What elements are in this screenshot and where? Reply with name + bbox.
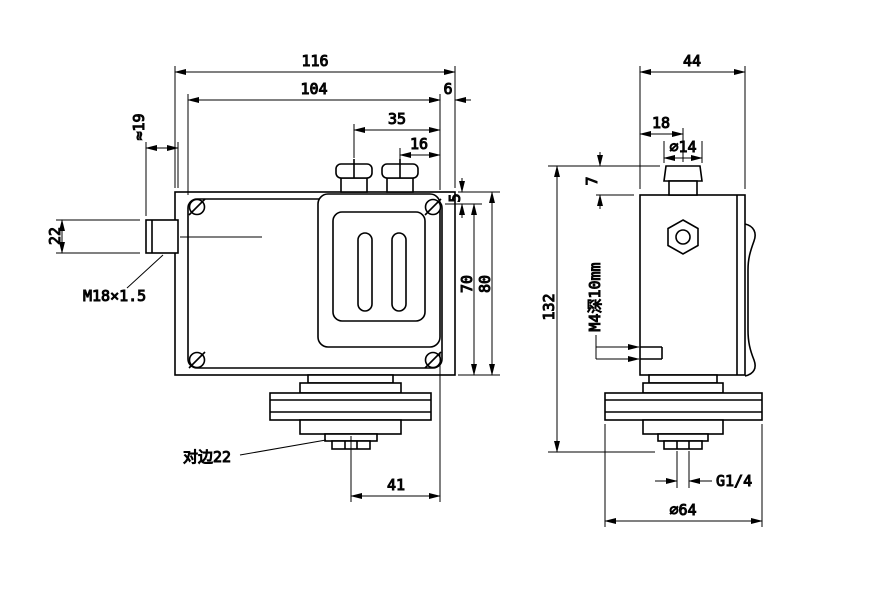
label-g14: G1/4: [716, 472, 752, 490]
front-corner-screw-bl: [188, 351, 206, 369]
dim-text-35: 35: [388, 110, 406, 128]
dim-text-70: 70: [458, 275, 476, 293]
side-diaphragm-stack: [604, 374, 763, 450]
label-across-flats: 对边22: [183, 448, 231, 466]
front-corner-screw-br: [424, 351, 442, 369]
front-diaphragm-stack: [269, 374, 432, 450]
dim-text-16: 16: [410, 135, 428, 153]
dim-text-dia64: ⌀64: [669, 501, 696, 519]
dim-text-44: 44: [683, 52, 701, 70]
side-top-connector: [663, 165, 703, 196]
dim-text-7: 7: [583, 176, 601, 185]
front-corner-screw-tl: [188, 198, 206, 216]
dim-front-116: [174, 66, 456, 188]
side-view-dimensions: 44 18 ⌀14 7 132 M4深10mm G1/4 ⌀64: [540, 52, 763, 527]
leader-m18: [126, 254, 164, 289]
dim-side-132: [548, 165, 655, 453]
side-adjustment-hex-nut: [667, 219, 699, 255]
dim-side-dia64: [604, 424, 763, 527]
dim-front-35: [353, 124, 441, 158]
front-terminal-screw-left: [335, 159, 373, 193]
dim-side-7: [548, 152, 660, 209]
front-switch-cover-inner: [332, 211, 426, 322]
label-m4-hole: M4深10mm: [586, 262, 604, 331]
dim-text-80: 80: [476, 275, 494, 293]
side-pressure-port-hex: [657, 433, 709, 442]
front-view-dimensions: 116 104 6 35 16 ≈19 22 5 70 80 41 M18×1.…: [46, 52, 500, 502]
front-cable-gland: [145, 219, 179, 254]
front-view-geometry: [145, 159, 456, 450]
dim-text-41: 41: [387, 476, 405, 494]
side-mounting-clip: [744, 223, 756, 377]
dim-front-approx19: [145, 142, 179, 216]
dim-text-132: 132: [540, 293, 558, 320]
dim-text-18: 18: [652, 114, 670, 132]
dim-text-22: 22: [46, 227, 64, 245]
leader-side-m4: [595, 335, 640, 362]
side-view-geometry: [604, 165, 763, 450]
side-m4-hole: [640, 346, 663, 360]
dim-text-approx19: ≈19: [130, 113, 148, 140]
leader-flats: [239, 439, 327, 456]
dim-text-6: 6: [443, 80, 452, 98]
dim-text-dia14: ⌀14: [669, 138, 696, 156]
front-cover-slot-left: [357, 232, 373, 312]
front-cover-slot-right: [391, 232, 407, 312]
dim-text-104: 104: [300, 80, 327, 98]
dim-front-22: [56, 219, 140, 254]
dim-side-dia14: [663, 141, 703, 163]
dim-front-104: [187, 94, 441, 195]
dim-side-g14: [655, 451, 712, 488]
front-flange: [269, 392, 432, 421]
dim-side-44: [639, 66, 746, 189]
front-corner-screw-tr: [424, 198, 442, 216]
dim-text-5: 5: [446, 193, 464, 202]
side-housing-body: [639, 194, 746, 376]
front-switch-cover: [317, 193, 441, 348]
front-housing-face-plate: [187, 198, 443, 369]
dim-front-41: [350, 352, 441, 502]
dim-front-16: [399, 148, 441, 162]
front-terminal-screw-right: [381, 159, 419, 193]
side-flange: [604, 392, 763, 421]
dim-text-116: 116: [301, 52, 328, 70]
label-thread-m18: M18×1.5: [83, 287, 146, 305]
